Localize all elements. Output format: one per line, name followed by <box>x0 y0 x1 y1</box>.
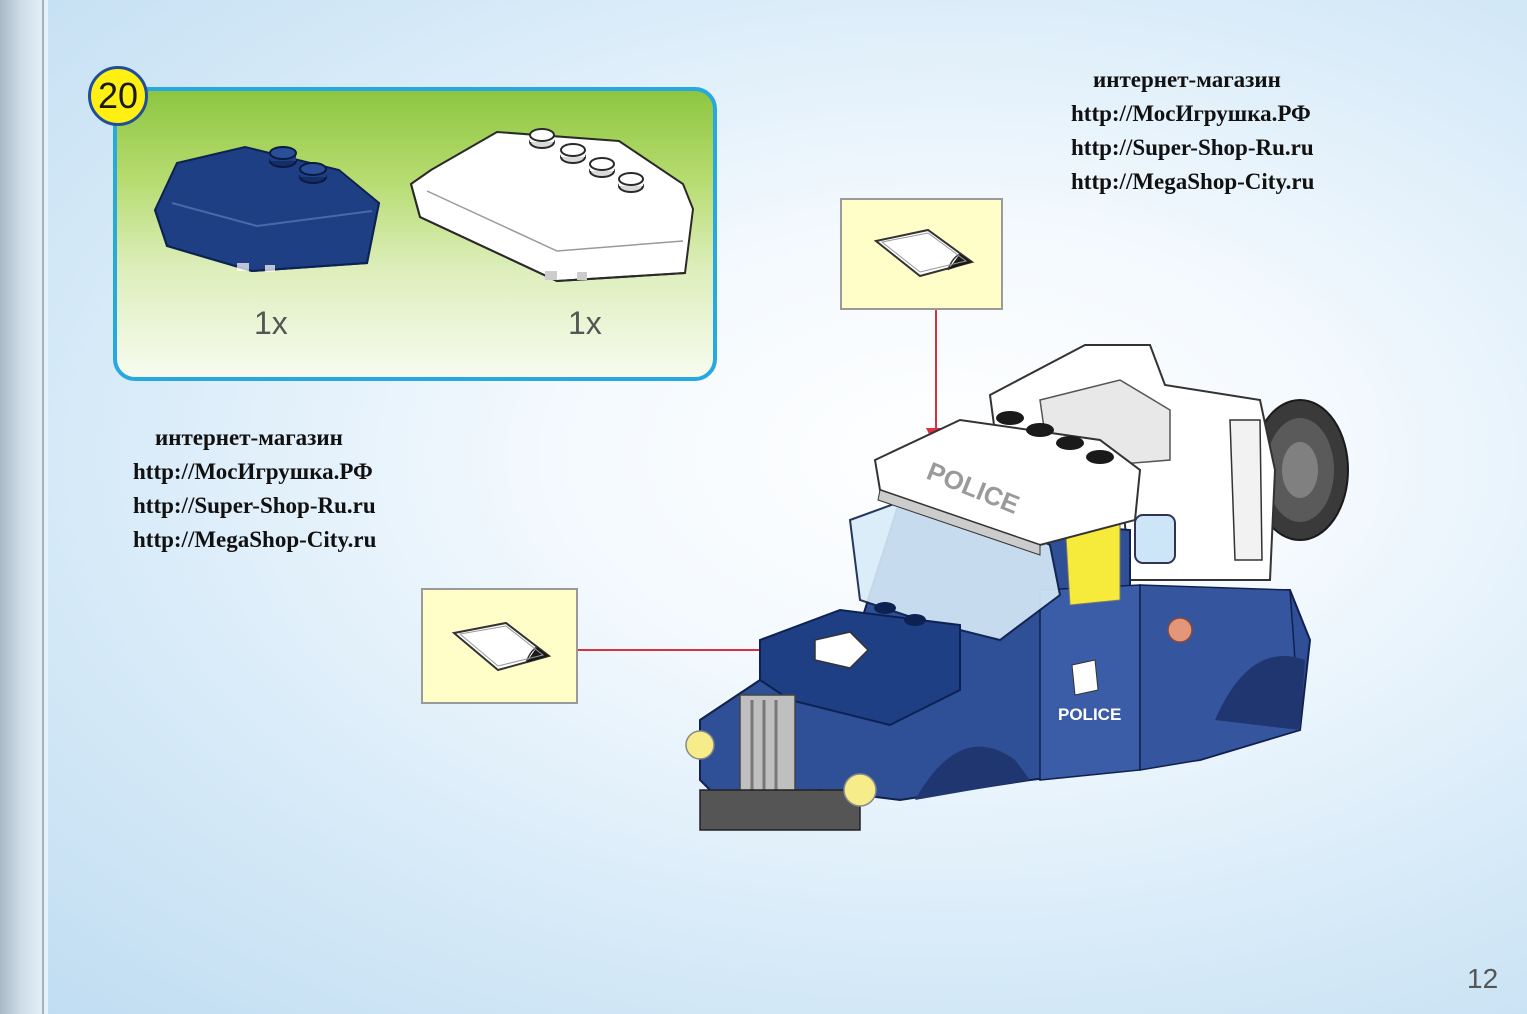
sticker-callout-roof <box>840 198 1003 310</box>
spine-fold-line <box>42 0 44 1014</box>
spare-wheel-icon <box>1251 399 1349 541</box>
step-number-badge: 20 <box>88 66 148 126</box>
siren-light-icon <box>1167 617 1193 643</box>
parts-illustration <box>153 128 695 283</box>
door-badge-icon <box>1071 659 1099 696</box>
book-spine <box>0 0 48 1014</box>
vehicle-hood <box>759 602 961 727</box>
shop-link-mosigrushka: http://МосИгрушка.РФ <box>133 459 373 484</box>
shop-label: интернет-магазин <box>155 425 343 450</box>
step-parts-panel: 1x 1x <box>113 87 717 381</box>
shop-link-megashop: http://MegaShop-City.ru <box>133 527 377 552</box>
headlight-icon <box>685 730 715 760</box>
part-quantity-blue: 1x <box>254 305 288 341</box>
blue-wedge-plate-icon <box>153 145 381 273</box>
vehicle-windshield <box>848 498 1121 642</box>
shop-link-mosigrushka: http://МосИгрушка.РФ <box>1071 101 1311 126</box>
vehicle-body <box>699 498 1312 802</box>
hood-badge-icon <box>814 631 870 669</box>
sticker-icon <box>873 228 975 278</box>
shop-text-top-right: интернет-магазин http://МосИгрушка.РФ ht… <box>1071 63 1314 199</box>
vehicle-roof: POLICE <box>873 411 1142 556</box>
white-wedge-plate-icon <box>409 128 695 283</box>
sticker-icon <box>451 621 552 672</box>
headlight-icon <box>843 773 877 807</box>
sticker-callout-hood <box>421 588 578 704</box>
page-number: 12 <box>1467 963 1499 994</box>
vehicle-front-grille <box>699 694 861 831</box>
part-quantity-white: 1x <box>568 305 602 341</box>
roof-police-text: POLICE <box>923 456 1024 520</box>
vehicle-rear-cabin <box>988 344 1277 581</box>
shop-link-super-shop: http://Super-Shop-Ru.ru <box>133 493 376 518</box>
shop-label: интернет-магазин <box>1093 67 1281 92</box>
shop-link-megashop: http://MegaShop-City.ru <box>1071 169 1315 194</box>
door-police-text: POLICE <box>1058 705 1121 724</box>
shop-text-left: интернет-магазин http://МосИгрушка.РФ ht… <box>133 421 376 557</box>
shop-link-super-shop: http://Super-Shop-Ru.ru <box>1071 135 1314 160</box>
